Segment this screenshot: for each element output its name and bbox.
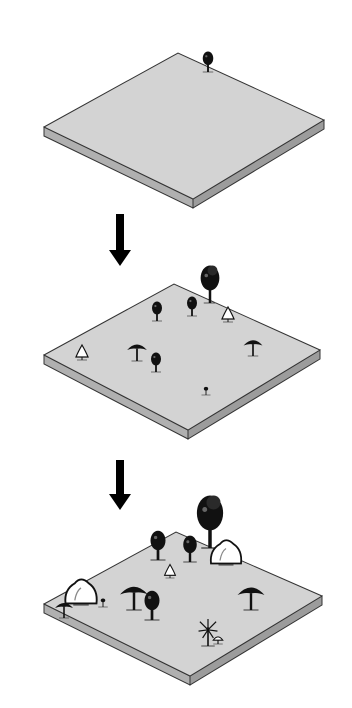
bush-outline-icon (211, 540, 241, 565)
platform-3 (44, 532, 322, 685)
arrow-down-icon (109, 460, 131, 510)
platform-top (44, 53, 324, 199)
platform-1 (44, 53, 324, 208)
tall-tree-icon (197, 496, 223, 549)
arrow-down-icon (109, 214, 131, 266)
platform-2 (44, 284, 320, 439)
